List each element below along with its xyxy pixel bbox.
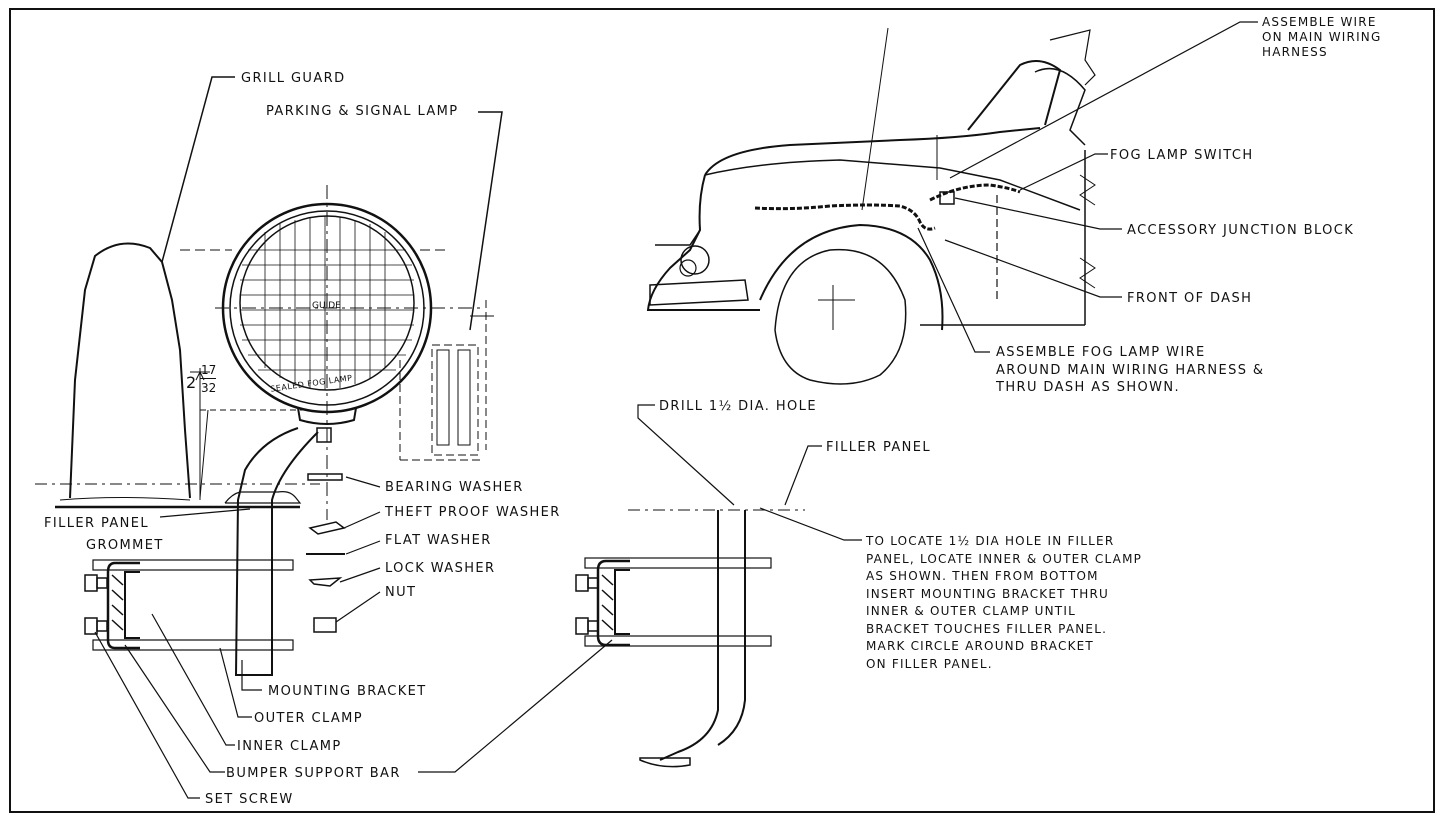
clamp-assembly-left [84, 559, 294, 651]
lock-washer-label: LOCK WASHER [385, 561, 496, 576]
locate-instructions-label: TO LOCATE 1½ DIA HOLE IN FILLER PANEL, L… [866, 534, 1143, 671]
grill-guard [35, 242, 320, 501]
hardware-stack [306, 473, 346, 633]
nut-label: NUT [385, 585, 417, 600]
dimension-line [190, 368, 305, 500]
assemble-fog-lamp-wire-label: ASSEMBLE FOG LAMP WIRE AROUND MAIN WIRIN… [996, 345, 1265, 395]
wiring-harness [754, 183, 1021, 231]
inner-clamp-label: INNER CLAMP [237, 739, 342, 754]
accessory-junction-block-label: ACCESSORY JUNCTION BLOCK [1127, 223, 1355, 238]
grommet-label: GROMMET [86, 538, 164, 553]
dimension-whole: 2 [186, 373, 198, 392]
dimension-denominator: 32 [201, 381, 217, 395]
grill-guard-leader [161, 76, 235, 263]
mounting-bracket [224, 427, 332, 676]
assemble-wire-label: ASSEMBLE WIRE ON MAIN WIRING HARNESS [1262, 15, 1382, 59]
set-screw-label: SET SCREW [205, 792, 294, 807]
grill-guard-label: GRILL GUARD [241, 71, 346, 86]
outer-clamp-label: OUTER CLAMP [254, 711, 364, 726]
lamp-lens-text: GUIDE [312, 301, 341, 311]
fog-lamp-switch-label: FOG LAMP SWITCH [1110, 148, 1254, 163]
clamp-detail-right [575, 509, 805, 768]
filler-panel-left-label: FILLER PANEL [44, 516, 150, 531]
flat-washer-label: FLAT WASHER [385, 533, 492, 548]
parking-lamp-leader [469, 111, 503, 331]
bearing-washer-label: BEARING WASHER [385, 480, 524, 495]
filler-panel-right-label: FILLER PANEL [826, 440, 932, 455]
parking-signal-lamp [399, 300, 494, 461]
dimension-numerator: 17 [201, 363, 217, 377]
drill-hole-label: DRILL 1½ DIA. HOLE [659, 399, 817, 414]
bumper-support-bar-label: BUMPER SUPPORT BAR [226, 766, 401, 781]
drill-leaders [637, 404, 862, 541]
left-leaders [94, 476, 613, 799]
front-of-dash-label: FRONT OF DASH [1127, 291, 1253, 306]
mounting-bracket-label: MOUNTING BRACKET [268, 684, 427, 699]
drawing-border [9, 8, 1435, 813]
parking-signal-lamp-label: PARKING & SIGNAL LAMP [266, 104, 459, 119]
right-leaders [917, 21, 1258, 353]
car-front-view [646, 27, 1096, 385]
fog-lamp [180, 185, 480, 520]
dimension-fraction-bar [200, 378, 216, 379]
theft-proof-washer-label: THEFT PROOF WASHER [385, 505, 561, 520]
